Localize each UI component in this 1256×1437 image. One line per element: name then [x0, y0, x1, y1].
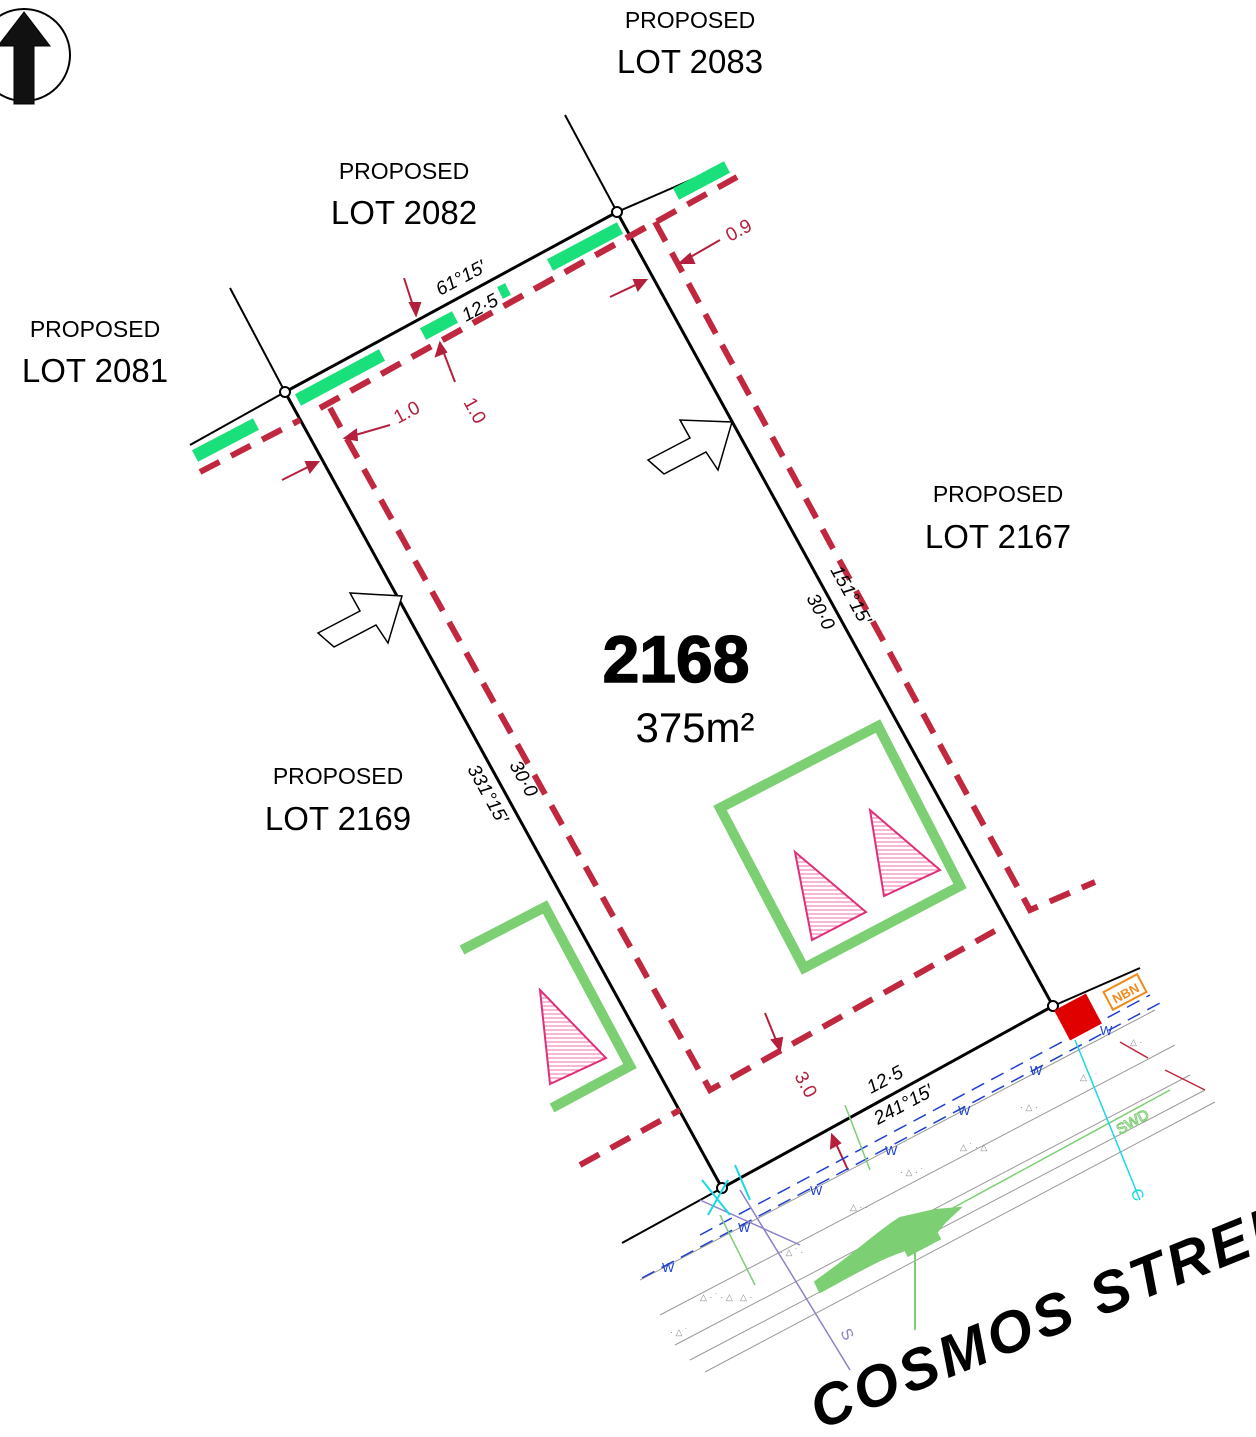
verge-area: △ · ˙ · △ · △ ˙ · △ · · · △ · ˙ △ ˙ · △ … [639, 1009, 1216, 1373]
svg-text:PROPOSED: PROPOSED [339, 158, 469, 184]
bottom-length: 12·5 [863, 1062, 907, 1099]
north-arrow-icon [0, 8, 71, 105]
setback-line [198, 174, 1097, 1168]
water-label: W [885, 1143, 898, 1158]
entry-arrow-icon [646, 419, 733, 475]
setback-side-right: 0.9 [722, 215, 755, 246]
right-length: 30·0 [802, 590, 839, 634]
svg-text:· △ ·: · △ · [1020, 1102, 1038, 1112]
nbn-pit-icon: NBN [1102, 972, 1148, 1012]
comms-label: C [1126, 1186, 1146, 1204]
svg-text:△ · ˙ · △: △ · ˙ · △ [700, 1292, 733, 1302]
svg-text:△ · ·: △ · · [850, 1202, 868, 1212]
triangle-marker-icon [538, 987, 608, 1086]
water-label: W [1030, 1063, 1043, 1078]
left-length: 30·0 [505, 757, 542, 801]
svg-text:PROPOSED: PROPOSED [273, 763, 403, 789]
boundary-pegs [279, 206, 1059, 1194]
svg-text:LOT 2167: LOT 2167 [925, 518, 1071, 555]
building-envelope [459, 900, 637, 1113]
water-label: W [738, 1220, 751, 1235]
svg-text:△ ˙ · △: △ ˙ · △ [960, 1142, 987, 1152]
street-name: COSMOS STREET [801, 1174, 1256, 1437]
svg-text:· △ · ˙: · △ · ˙ [900, 1167, 923, 1177]
service-lines [699, 1039, 1206, 1371]
svg-text:PROPOSED: PROPOSED [625, 7, 755, 33]
setback-rear-right: 1.0 [459, 394, 490, 427]
lot-label-2081: PROPOSED LOT 2081 [22, 316, 168, 389]
svg-text:△ · ˙: △ · ˙ [1080, 1072, 1098, 1082]
subject-lot-number: 2168 [603, 622, 750, 696]
service-pit [1054, 993, 1102, 1041]
triangle-markers [538, 807, 942, 1086]
water-label: W [662, 1260, 675, 1275]
building-envelope [713, 719, 967, 975]
water-label: W [810, 1183, 823, 1198]
stormwater-line [939, 1089, 1171, 1216]
rear-easement [191, 161, 731, 462]
setback-dimension-arrows [281, 239, 849, 1171]
entry-arrows [316, 419, 733, 648]
lot-label-2083: PROPOSED LOT 2083 [617, 7, 763, 80]
comms-line [1074, 1039, 1141, 1201]
setback-front: 3.0 [790, 1068, 821, 1101]
svg-text:PROPOSED: PROPOSED [30, 316, 160, 342]
svg-text:LOT 2082: LOT 2082 [331, 194, 477, 231]
water-main-labels: W W W W W W W [662, 1023, 1113, 1275]
triangle-marker-icon [793, 849, 868, 942]
entry-arrow-icon [316, 592, 403, 648]
svg-text:· △ ˙: · △ ˙ [670, 1327, 688, 1337]
svg-text:LOT 2169: LOT 2169 [265, 800, 411, 837]
svg-text:LOT 2083: LOT 2083 [617, 43, 763, 80]
svg-text:· △ ˙ ·: · △ ˙ · [780, 1247, 803, 1257]
water-label: W [1100, 1023, 1113, 1038]
sewer-label: S [836, 1326, 856, 1343]
svg-text:LOT 2081: LOT 2081 [22, 352, 168, 389]
top-bearing: 61°15′ [432, 256, 490, 300]
triangle-marker-icon [868, 807, 942, 898]
setback-rear-left: 1.0 [390, 397, 423, 428]
lot-label-2169: PROPOSED LOT 2169 [265, 763, 411, 837]
svg-text:△ ·: △ · [1130, 1037, 1142, 1047]
lot-label-2082: PROPOSED LOT 2082 [331, 158, 477, 231]
neighbour-boundaries [189, 114, 1141, 1244]
lot-label-2167: PROPOSED LOT 2167 [925, 481, 1071, 555]
subject-lot-area: 375m² [635, 704, 754, 751]
svg-text:PROPOSED: PROPOSED [933, 481, 1063, 507]
building-envelopes [459, 719, 967, 1113]
sewer-line [739, 1189, 851, 1371]
svg-text:△ ·: △ · [740, 1292, 752, 1302]
lot-2168-boundary [282, 209, 1056, 1191]
driveway-crossover [813, 1206, 963, 1294]
stormwater-label: SWD [1114, 1106, 1153, 1138]
water-label: W [958, 1103, 971, 1118]
